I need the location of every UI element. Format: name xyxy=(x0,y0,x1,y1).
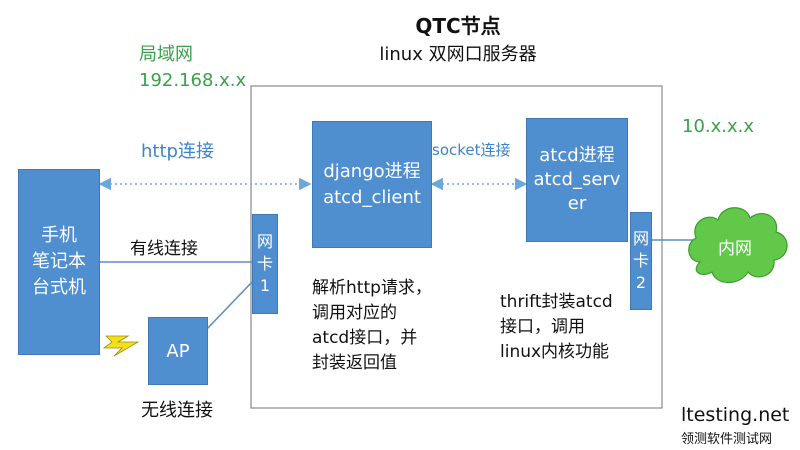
cloud-label: 内网 xyxy=(718,239,752,259)
lan-label: 局域网 xyxy=(139,44,193,65)
socket-label: socket连接 xyxy=(432,141,511,159)
atcd-process-box: atcd进程 atcd_serv er xyxy=(526,118,628,242)
nic2-box: 网 卡 2 xyxy=(630,212,652,310)
watermark-domain: ltesting.net xyxy=(681,404,790,426)
lan-ip: 192.168.x.x xyxy=(139,70,247,91)
atcd-description: thrift封装atcd 接口，调用 linux内核功能 xyxy=(500,292,613,362)
diagram-title: QTC节点 xyxy=(415,14,501,38)
http-label: http连接 xyxy=(141,141,214,162)
wireless-label: 无线连接 xyxy=(141,400,213,421)
wireless-bolt-icon xyxy=(102,335,140,357)
ap-link xyxy=(205,281,253,331)
django-process-box: django进程 atcd_client xyxy=(312,121,432,248)
diagram-subtitle: linux 双网口服务器 xyxy=(379,44,537,65)
server-boundary xyxy=(250,85,663,409)
django-description: 解析http请求， 调用对应的 atcd接口，并 封装返回值 xyxy=(312,278,432,373)
external-ip: 10.x.x.x xyxy=(682,116,755,137)
cloud-icon xyxy=(688,207,788,284)
client-devices-box: 手机 笔记本 台式机 xyxy=(18,169,100,355)
watermark-name: 领测软件测试网 xyxy=(681,432,773,447)
wired-label: 有线连接 xyxy=(130,239,198,259)
nic1-box: 网 卡 1 xyxy=(252,214,278,314)
ap-box: AP xyxy=(148,317,208,385)
